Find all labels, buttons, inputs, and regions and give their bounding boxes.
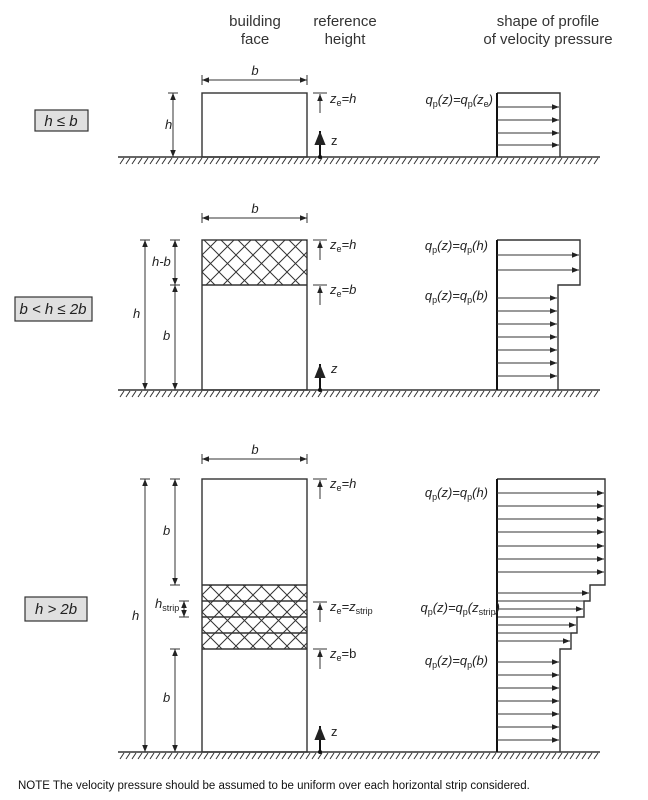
building-face-1: [201, 92, 308, 158]
hatched-strip-2: [202, 240, 307, 285]
ze-zstrip-label-3: ze=zstrip: [329, 599, 373, 616]
z-label-3: z: [331, 724, 338, 739]
qp-h-label-3: qp(z)=qp(h): [425, 485, 488, 502]
dim-b-1: b: [251, 63, 258, 78]
header-profile-1: shape of profile: [497, 13, 600, 30]
hstrip-label: hstrip: [155, 596, 179, 613]
case-box-2: [14, 296, 93, 322]
note-text: NOTE The velocity pressure should be ass…: [18, 780, 530, 792]
dim-b-upper-3: b: [163, 523, 170, 538]
z-label-2: z: [330, 361, 338, 376]
header-building-face-1: building: [229, 13, 281, 30]
header-reference-height-1: reference: [313, 13, 376, 30]
z-origin-dot: [318, 155, 322, 159]
ground-hatch: [119, 157, 599, 165]
case-box-3: [24, 596, 88, 622]
profile-outline-2: [497, 239, 581, 390]
qp-b-label-2: qp(z)=qp(b): [425, 288, 488, 305]
ground-hatch: [119, 752, 599, 760]
profile-outline-3: [497, 478, 606, 752]
dim-h-3: h: [132, 608, 139, 623]
dim-h-minus-b-2: h-b: [152, 254, 171, 269]
dim-b-2: b: [251, 201, 258, 216]
qp-zstrip-label-3: qp(z)=qp(zstrip): [421, 600, 500, 617]
z-origin-dot: [318, 388, 322, 392]
case-label-3: h > 2b: [35, 601, 77, 618]
building-face-2: [201, 239, 308, 391]
diagram-geometry: [118, 75, 606, 760]
ze-b-label-2: ze=b: [329, 282, 356, 299]
ze-h-label-3: ze=h: [329, 476, 356, 493]
dim-b-3: b: [251, 442, 258, 457]
ground-hatch: [119, 390, 599, 398]
dim-h-2: h: [133, 306, 140, 321]
ze-b-label-3: ze=b: [329, 646, 356, 663]
ze-h-label-1: ze=h: [329, 91, 356, 108]
qp-h-label-2: qp(z)=qp(h): [425, 238, 488, 255]
case-label-1: h ≤ b: [44, 113, 77, 130]
z-label-1: z: [331, 133, 338, 148]
qp-ze-label: qp(z)=qp(ze): [426, 92, 493, 109]
ze-h-label-2: ze=h: [329, 237, 356, 254]
z-origin-dot: [318, 750, 322, 754]
profile-outline-1: [497, 92, 561, 157]
header-reference-height-2: height: [325, 31, 367, 48]
case-label-2: b < h ≤ 2b: [19, 301, 86, 318]
dim-h-1: h: [165, 117, 172, 132]
qp-b-label-3: qp(z)=qp(b): [425, 653, 488, 670]
dim-b-lower-2: b: [163, 328, 170, 343]
building-face-3: [201, 478, 308, 753]
case-box-1: [34, 109, 89, 132]
dim-b-lower-3: b: [163, 690, 170, 705]
header-building-face-2: face: [241, 31, 269, 48]
header-profile-2: of velocity pressure: [483, 31, 612, 48]
